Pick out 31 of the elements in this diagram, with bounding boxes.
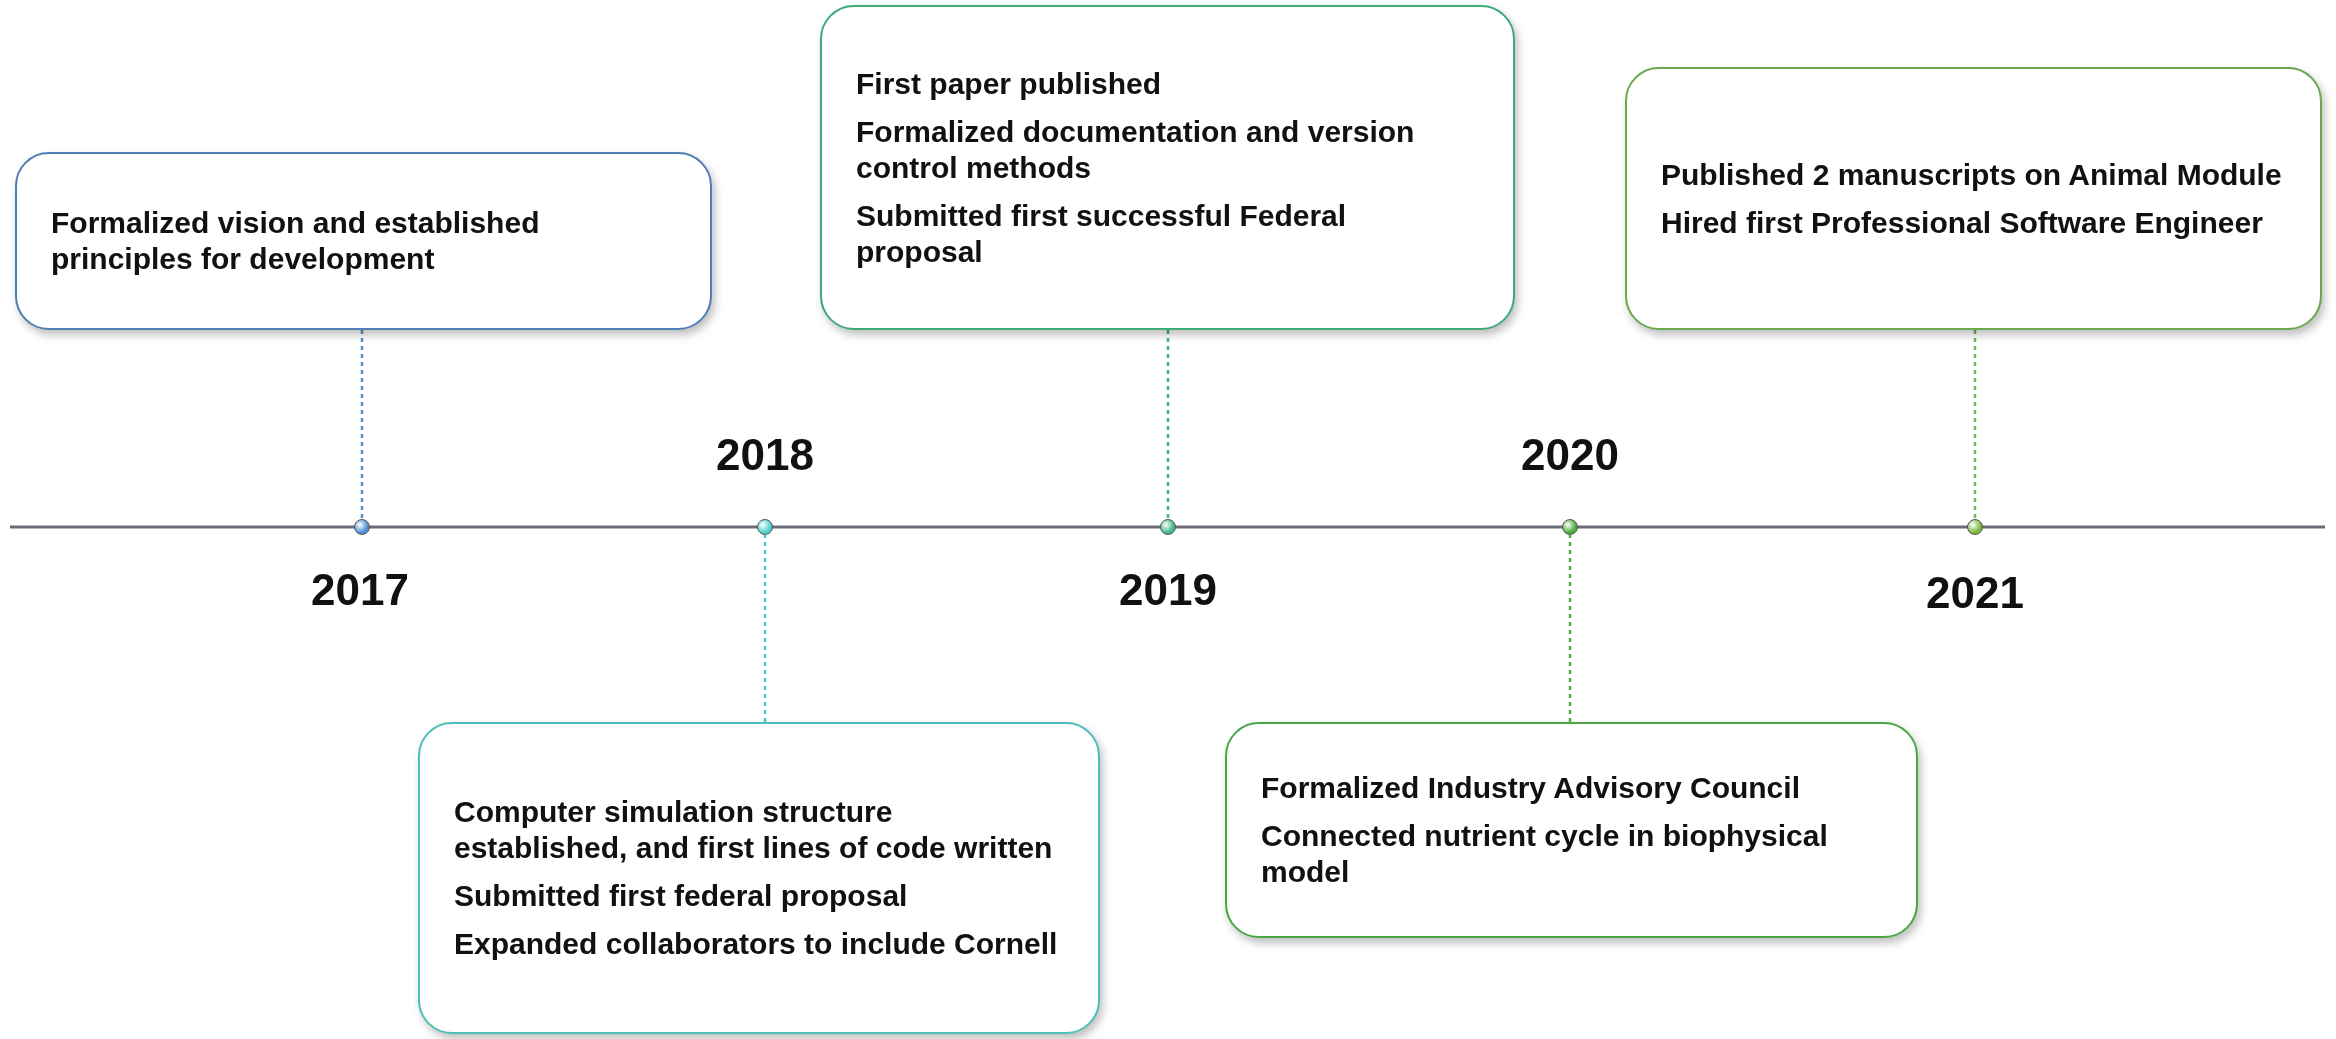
milestone-text: Connected nutrient cycle in biophysical model bbox=[1261, 818, 1829, 890]
timeline-dot bbox=[1160, 519, 1176, 535]
leader-line bbox=[1973, 330, 1977, 519]
milestone-card bbox=[1225, 722, 1918, 938]
milestone-text: First paper published bbox=[856, 65, 1163, 102]
milestone-text: Hired first Professional Software Engineer bbox=[1661, 204, 2264, 241]
year-label: 2017 bbox=[311, 565, 409, 615]
year-label: 2019 bbox=[1119, 565, 1217, 615]
leader-line bbox=[360, 330, 364, 519]
leader-line bbox=[763, 535, 767, 722]
year-label: 2021 bbox=[1926, 568, 2024, 618]
leader-line bbox=[1568, 535, 1572, 722]
timeline-dot bbox=[757, 519, 773, 535]
year-label: 2018 bbox=[716, 430, 814, 480]
timeline-dot bbox=[1967, 519, 1983, 535]
milestone-text: Formalized vision and established principles for development bbox=[51, 205, 541, 277]
milestone-card bbox=[820, 5, 1515, 330]
timeline-dot bbox=[354, 519, 370, 535]
year-label: 2020 bbox=[1521, 430, 1619, 480]
leader-line bbox=[1166, 330, 1170, 519]
milestone-text: Formalized Industry Advisory Council bbox=[1261, 770, 1801, 806]
milestone-text: Expanded collaborators to include Cornell bbox=[454, 926, 1059, 962]
milestone-text: Submitted first successful Federal proposal bbox=[856, 197, 1348, 270]
milestone-text: Submitted first federal proposal bbox=[454, 878, 909, 914]
milestone-text: Formalized documentation and version control methods bbox=[856, 113, 1416, 186]
milestone-text: Computer simulation structure established, and first lines of code written bbox=[454, 794, 1054, 866]
timeline-dot bbox=[1562, 519, 1578, 535]
milestone-card bbox=[15, 152, 712, 330]
milestone-card bbox=[1625, 67, 2322, 330]
milestone-card bbox=[418, 722, 1100, 1034]
milestone-text: Published 2 manuscripts on Animal Module bbox=[1661, 156, 2283, 193]
